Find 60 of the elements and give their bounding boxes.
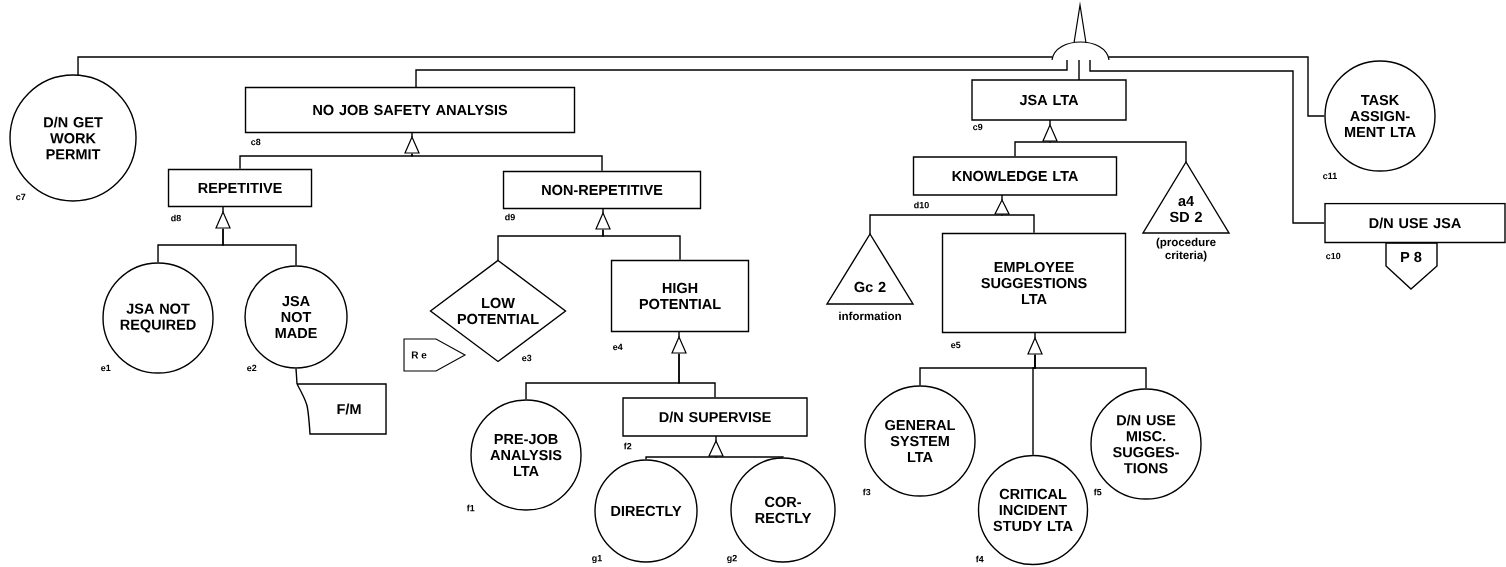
event-box: NON-REPETITIVE xyxy=(502,170,702,210)
caption-text: (procedure criteria) xyxy=(1156,237,1216,262)
event-code: c11 xyxy=(1323,172,1337,180)
connector-line xyxy=(678,331,680,338)
connector-line xyxy=(1014,141,1051,157)
connector-line xyxy=(1108,56,1325,117)
event-box: KNOWLEDGE LTA xyxy=(912,156,1118,196)
event-code: f4 xyxy=(975,555,984,563)
connector-line xyxy=(869,214,1003,235)
caption-text: information xyxy=(839,311,901,321)
event-code: d9 xyxy=(505,213,515,221)
event-code: c7 xyxy=(16,193,26,201)
event-code: d10 xyxy=(914,201,929,209)
event-box: D/N USE JSA xyxy=(1324,202,1506,244)
or-gate-symbol xyxy=(1051,4,1110,61)
connector-line xyxy=(1034,332,1036,339)
off-page-connector: P 8 xyxy=(1385,242,1438,290)
transfer-box: F/M xyxy=(296,383,387,435)
event-code: g2 xyxy=(727,554,737,564)
event-box: JSA LTA xyxy=(971,79,1127,121)
event-code: d8 xyxy=(171,214,181,222)
connector-line xyxy=(645,456,717,460)
connector-line xyxy=(678,353,716,398)
event-code: e2 xyxy=(247,364,257,372)
connector-line xyxy=(602,229,681,261)
connector-line xyxy=(1034,354,1147,389)
event-code: e1 xyxy=(101,364,111,372)
connector-line xyxy=(411,153,603,172)
connector-line xyxy=(715,435,717,442)
event-box: D/N SUPERVISE xyxy=(622,397,808,437)
connector-line xyxy=(222,228,297,266)
event-box: REPETITIVE xyxy=(167,168,313,208)
connector-line xyxy=(295,368,298,385)
event-box: HIGH POTENTIAL xyxy=(610,259,750,333)
connector-line xyxy=(1089,59,1325,224)
off-page-connector: R e xyxy=(403,338,467,372)
event-code: c8 xyxy=(251,138,261,146)
event-code: c9 xyxy=(973,123,983,131)
connector-line xyxy=(1049,119,1051,126)
event-code: g1 xyxy=(592,554,602,564)
connector-line xyxy=(415,59,1068,89)
connector-line xyxy=(1078,59,1080,81)
event-code: c10 xyxy=(1326,252,1341,260)
event-code: e5 xyxy=(951,341,961,349)
connector-line xyxy=(602,207,604,214)
event-code: f3 xyxy=(862,488,871,496)
connector-line xyxy=(1001,194,1003,201)
event-box: EMPLOYEE SUGGESTIONS LTA xyxy=(941,232,1127,334)
event-code: f2 xyxy=(623,442,632,450)
connector-line xyxy=(222,206,224,213)
event-code: e3 xyxy=(522,354,532,362)
connector-line xyxy=(1001,214,1035,234)
event-code: f5 xyxy=(1093,488,1102,496)
event-code: e4 xyxy=(613,343,623,351)
connector-line xyxy=(239,153,413,170)
connector-line xyxy=(77,56,1053,76)
connector-line xyxy=(411,131,413,138)
connector-line xyxy=(1049,141,1187,163)
connector-line xyxy=(715,456,784,458)
event-box: NO JOB SAFETY ANALYSIS xyxy=(244,86,576,134)
